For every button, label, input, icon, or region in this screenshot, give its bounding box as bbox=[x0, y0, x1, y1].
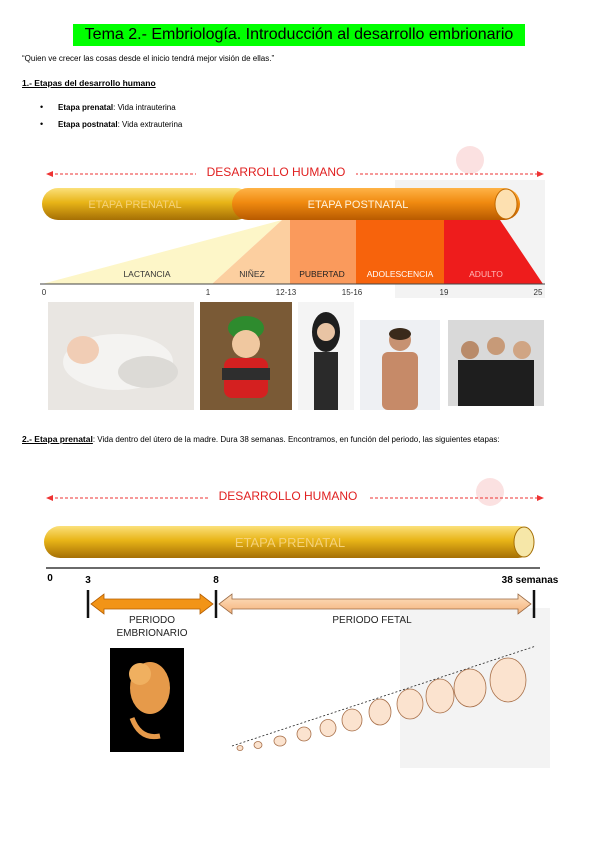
arrow-fetal bbox=[218, 593, 532, 615]
stage-ninez bbox=[212, 220, 290, 284]
header-arrow-left bbox=[46, 171, 53, 177]
section-2-heading: 2.- Etapa prenatal bbox=[22, 434, 93, 444]
bar-postnatal bbox=[232, 188, 520, 220]
label-periodo: PERIODO bbox=[129, 615, 175, 626]
label-periodo-fetal: PERIODO FETAL bbox=[332, 615, 412, 626]
stage-label-pubertad: PUBERTAD bbox=[299, 269, 345, 279]
growth-line bbox=[231, 645, 537, 747]
header-arrow-right bbox=[537, 171, 544, 177]
bar-postnatal-end bbox=[494, 188, 518, 220]
bar-prenatal-end bbox=[513, 526, 535, 558]
photo-teen-girl bbox=[298, 302, 354, 410]
stage-label-adolescencia: ADOLESCENCIA bbox=[367, 269, 434, 279]
stage-adolescencia bbox=[356, 220, 444, 284]
stage-label-adulto: ADULTO bbox=[469, 269, 503, 279]
tick2-38: 38 semanas bbox=[502, 575, 559, 586]
tick2-3: 3 bbox=[85, 575, 91, 586]
tick-19: 19 bbox=[440, 288, 449, 297]
tick-15-16: 15-16 bbox=[342, 288, 363, 297]
fetus-sequence bbox=[236, 657, 527, 751]
watermark-dot-2 bbox=[476, 478, 504, 506]
photo-adolescent-boy bbox=[360, 320, 440, 410]
bullet-prenatal: Etapa prenatal: Vida intrauterina bbox=[40, 99, 182, 116]
quote: “Quien ve crecer las cosas desde el inic… bbox=[22, 54, 275, 63]
tick2-8: 8 bbox=[213, 575, 219, 586]
section-2-paragraph: 2.- Etapa prenatal: Vida dentro del úter… bbox=[22, 432, 582, 447]
tick-1: 1 bbox=[206, 288, 211, 297]
diagram1-header: DESARROLLO HUMANO bbox=[207, 165, 346, 179]
header2-arrow-left bbox=[46, 495, 53, 501]
header2-arrow-right bbox=[537, 495, 544, 501]
photo-baby bbox=[48, 302, 194, 410]
embryo-tail bbox=[129, 717, 161, 740]
bar-prenatal-full bbox=[44, 526, 534, 558]
section-2-text: : Vida dentro del útero de la madre. Dur… bbox=[92, 435, 500, 444]
stage-adulto bbox=[444, 220, 543, 284]
stage-label-ninez: NIÑEZ bbox=[239, 269, 265, 279]
tick-0: 0 bbox=[42, 288, 47, 297]
stage-bullet-list: Etapa prenatal: Vida intrauterina Etapa … bbox=[40, 99, 182, 133]
bar-prenatal bbox=[42, 188, 252, 220]
human-development-diagram: DESARROLLO HUMANO ETAPA PRENATAL ETAPA P… bbox=[40, 146, 545, 298]
photo-adults bbox=[448, 320, 544, 406]
section-1-heading: 1.- Etapas del desarrollo humano bbox=[22, 78, 156, 88]
prenatal-stage-diagram: DESARROLLO HUMANO ETAPA PRENATAL 0 3 8 3… bbox=[44, 478, 559, 768]
header2-label-bg bbox=[208, 490, 368, 503]
bar-prenatal-label: ETAPA PRENATAL bbox=[88, 199, 181, 211]
stage-lactancia bbox=[42, 220, 282, 284]
bar-postnatal-label: ETAPA POSTNATAL bbox=[308, 199, 409, 211]
bar2-label: ETAPA PRENATAL bbox=[235, 535, 345, 550]
arrow-embrionario bbox=[90, 593, 214, 615]
label-embrionario: EMBRIONARIO bbox=[116, 628, 187, 639]
photo-child bbox=[200, 302, 292, 410]
tick2-0: 0 bbox=[47, 573, 53, 584]
tick-25: 25 bbox=[534, 288, 543, 297]
stage-pubertad bbox=[290, 220, 356, 284]
tick-12-13: 12-13 bbox=[276, 288, 297, 297]
page-title: Tema 2.- Embriología. Introducción al de… bbox=[73, 24, 525, 46]
stage-label-lactancia: LACTANCIA bbox=[123, 269, 170, 279]
header-label-bg bbox=[196, 166, 356, 179]
diagram2-header: DESARROLLO HUMANO bbox=[219, 489, 358, 503]
bullet-postnatal: Etapa postnatal: Vida extrauterina bbox=[40, 116, 182, 133]
embryo-head bbox=[129, 663, 151, 685]
watermark-dot bbox=[456, 146, 484, 174]
